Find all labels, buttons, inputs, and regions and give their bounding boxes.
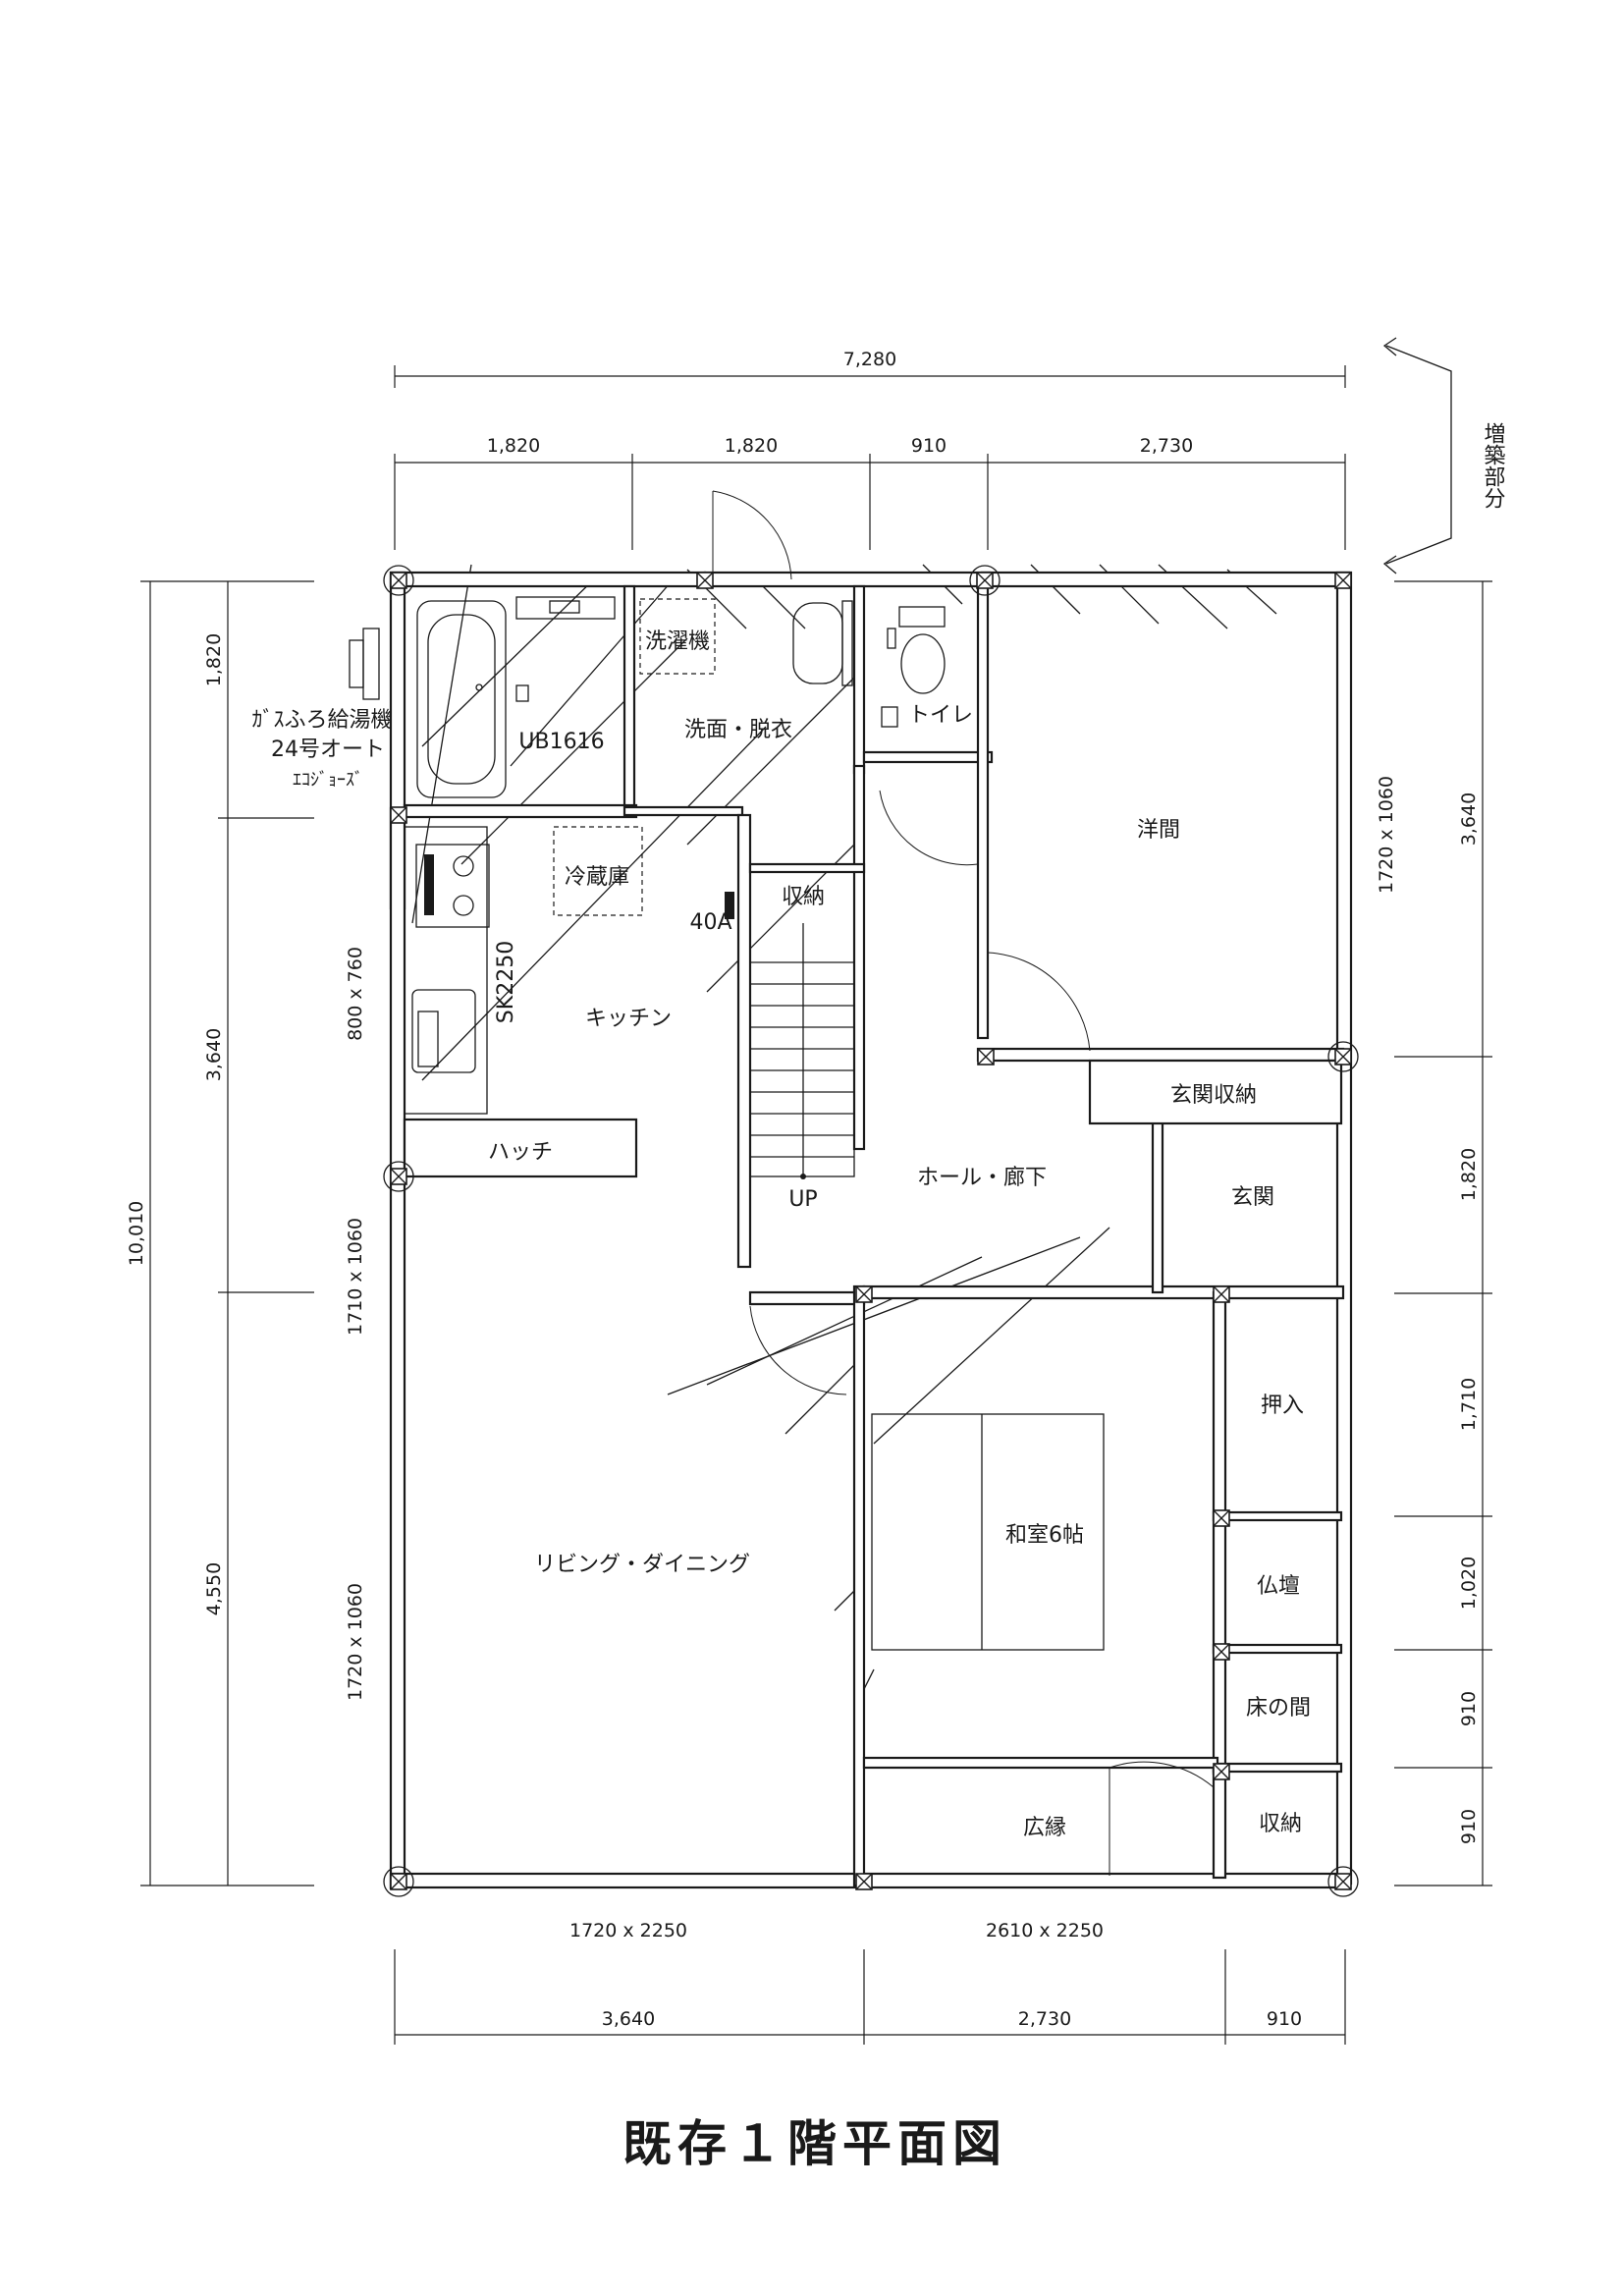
dim-right-4: 1,020 xyxy=(1458,1557,1480,1610)
label-altar: 仏壇 xyxy=(1257,1574,1300,1599)
dim-left-3: 4,550 xyxy=(203,1562,225,1615)
sink-label: SK2250 xyxy=(494,941,518,1023)
corner-post-circles xyxy=(383,565,1359,1897)
dim-left-1: 1,820 xyxy=(203,633,225,686)
label-western-room: 洋間 xyxy=(1137,818,1180,843)
label-japanese-room: 和室6帖 xyxy=(1005,1523,1084,1548)
water-heater-label-1: ｶﾞｽふろ給湯機 xyxy=(251,708,392,733)
label-entry-storage: 玄関収納 xyxy=(1170,1083,1257,1108)
dim-top-4: 2,730 xyxy=(1140,435,1193,457)
page-title: 既存１階平面図 xyxy=(622,2115,1007,2172)
fixtures xyxy=(349,490,1215,1876)
label-storage-corner: 収納 xyxy=(1259,1812,1302,1836)
dim-bottom-2: 2,730 xyxy=(1018,2008,1071,2030)
window-western-right: 1720 x 1060 xyxy=(1376,776,1397,894)
label-entrance: 玄関 xyxy=(1231,1185,1274,1210)
structural-posts xyxy=(390,572,1352,1890)
equipment-labels: ｶﾞｽふろ給湯機 24号オート ｴｺｼﾞｮｰｽﾞ 40A SK2250 xyxy=(251,708,731,1023)
dim-top-2: 1,820 xyxy=(725,435,778,457)
water-heater-label-3: ｴｺｼﾞｮｰｽﾞ xyxy=(293,770,363,791)
window-living-bottom: 1720 x 2250 xyxy=(569,1920,687,1941)
dim-bottom-3: 910 xyxy=(1267,2008,1302,2030)
label-toilet: トイレ xyxy=(908,703,973,728)
label-veranda: 広縁 xyxy=(1023,1816,1066,1840)
dim-top-total: 7,280 xyxy=(843,349,896,370)
label-bath: UB1616 xyxy=(518,730,604,754)
dim-bottom-1: 3,640 xyxy=(602,2008,655,2030)
label-living-dining: リビング・ダイニング xyxy=(534,1553,750,1577)
water-heater-label-2: 24号オート xyxy=(271,738,385,762)
label-washroom: 洗面・脱衣 xyxy=(684,718,792,742)
dim-top-1: 1,820 xyxy=(487,435,540,457)
label-hall: ホール・廊下 xyxy=(917,1166,1047,1190)
label-hatch: ハッチ xyxy=(488,1140,553,1165)
breaker-label: 40A xyxy=(689,910,731,935)
window-labels: 800 x 760 1710 x 1060 1720 x 1060 1720 x… xyxy=(345,776,1397,1941)
dim-right-2: 1,820 xyxy=(1458,1148,1480,1201)
label-fridge: 冷蔵庫 xyxy=(565,865,629,890)
extension-note-text: 増築部分 xyxy=(1481,422,1506,509)
dim-left-2: 3,640 xyxy=(203,1028,225,1081)
label-closet: 押入 xyxy=(1261,1394,1304,1418)
dim-right-3: 1,710 xyxy=(1458,1378,1480,1431)
window-veranda-bottom: 2610 x 2250 xyxy=(986,1920,1104,1941)
walls xyxy=(389,571,1353,1890)
extension-note: 増築部分 xyxy=(1481,422,1506,509)
dim-top-3: 910 xyxy=(911,435,947,457)
label-up: UP xyxy=(788,1187,817,1212)
room-labels: 洗濯機 洗面・脱衣 トイレ UB1616 洋間 冷蔵庫 収納 キッチン 玄関収納… xyxy=(488,629,1311,1840)
dimension-lines xyxy=(140,337,1492,2045)
dim-left-total: 10,010 xyxy=(126,1201,147,1266)
label-tokonoma: 床の間 xyxy=(1246,1696,1311,1721)
window-living-left-upper: 1710 x 1060 xyxy=(345,1218,366,1336)
dimension-labels: 7,280 1,820 1,820 910 2,730 10,010 1,820… xyxy=(126,349,1480,2030)
window-kitchen-left: 800 x 760 xyxy=(345,947,366,1041)
window-living-left-lower: 1720 x 1060 xyxy=(345,1583,366,1701)
extension-hatch xyxy=(411,564,1277,1710)
label-storage-stair: 収納 xyxy=(782,885,825,909)
dim-right-6: 910 xyxy=(1458,1809,1480,1844)
dim-right-5: 910 xyxy=(1458,1691,1480,1726)
dim-right-1: 3,640 xyxy=(1458,793,1480,846)
label-washer: 洗濯機 xyxy=(645,629,710,654)
label-kitchen: キッチン xyxy=(585,1007,672,1031)
